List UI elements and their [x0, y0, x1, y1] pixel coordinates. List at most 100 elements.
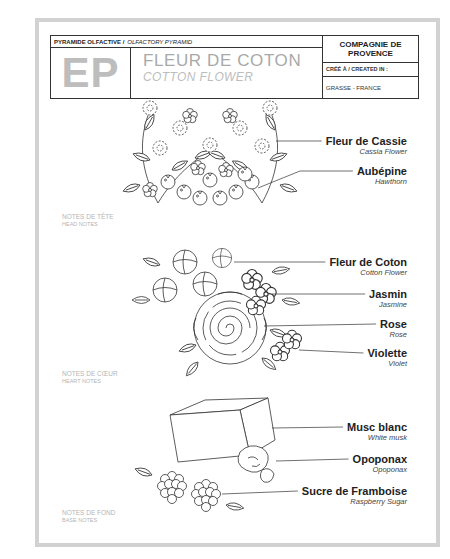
diagram-subtitle: COTTON FLOWER	[143, 70, 253, 84]
head-notes-drawing	[193, 191, 207, 205]
leader-line	[272, 427, 343, 428]
head-notes-drawing	[203, 173, 217, 187]
code-cell: EP	[51, 48, 131, 98]
ingredient-translation: Raspberry Sugar	[302, 497, 407, 506]
base-notes-drawing	[260, 469, 274, 483]
leader-line	[264, 324, 376, 326]
base-notes-drawing	[225, 502, 244, 512]
head-notes-drawing	[279, 182, 298, 195]
head-notes-drawing	[122, 101, 298, 205]
heart-notes-drawing	[242, 270, 262, 290]
heart-notes-drawing	[194, 292, 266, 364]
heart-notes-drawing	[247, 296, 266, 314]
ingredient-callout: Sucre de FramboiseRaspberry Sugar	[302, 485, 407, 506]
ingredient-name: Opoponax	[353, 453, 407, 465]
heart-notes-drawing	[132, 297, 150, 304]
leader-line	[258, 171, 353, 188]
cell-text: CRÉÉ À / CREATED IN :	[326, 66, 388, 73]
tier-name: NOTES DE FOND	[62, 509, 115, 517]
head-notes-drawing	[263, 101, 277, 115]
notes-tier-label: NOTES DE FONDBASE NOTES	[62, 509, 115, 524]
heart-notes-drawing	[173, 250, 197, 274]
ingredient-name: Jasmin	[369, 288, 407, 300]
ingredient-name: Musc blanc	[347, 421, 407, 433]
cell-text: COMPAGNIE DE PROVENCE	[326, 40, 415, 58]
head-notes-drawing	[229, 185, 243, 199]
leader-line	[272, 294, 365, 295]
ingredient-translation: Cotton Flower	[329, 268, 407, 277]
heart-notes-drawing	[193, 292, 266, 340]
tier-translation: BASE NOTES	[62, 517, 115, 524]
base-notes-drawing	[248, 457, 260, 467]
head-notes-drawing	[269, 151, 288, 164]
tier-translation: HEAD NOTES	[62, 221, 114, 228]
leader-line	[222, 491, 298, 494]
heart-notes-drawing	[153, 278, 177, 302]
heart-notes-drawing	[271, 265, 290, 275]
base-notes-drawing	[192, 480, 221, 512]
leader-line	[276, 141, 322, 142]
head-notes-drawing	[255, 139, 269, 153]
ingredient-callout: AubépineHawthorn	[357, 165, 407, 186]
ingredient-translation: Cassia Flower	[326, 147, 407, 156]
base-notes-drawing	[238, 446, 268, 473]
head-notes-drawing	[219, 163, 234, 177]
ingredient-translation: White musk	[347, 433, 407, 442]
leader-line	[234, 262, 325, 263]
header-text: PYRAMIDE OLFACTIVE /	[54, 39, 124, 45]
cell-text: EP	[61, 49, 119, 97]
ingredient-callout: Fleur de CassieCassia Flower	[326, 135, 407, 156]
head-notes-drawing	[132, 151, 151, 164]
heart-notes-drawing	[132, 248, 301, 378]
ingredient-translation: Hawthorn	[357, 177, 407, 186]
head-notes-drawing	[191, 161, 206, 175]
ingredient-callout: Musc blancWhite musk	[347, 421, 407, 442]
leader-line	[299, 350, 364, 353]
heart-notes-drawing	[210, 308, 250, 344]
head-notes-drawing	[170, 158, 189, 173]
ingredient-translation: Violet	[367, 359, 407, 368]
tier-translation: HEART NOTES	[62, 378, 118, 385]
ingredient-translation: Rose	[380, 330, 407, 339]
head-notes-drawing	[183, 109, 198, 123]
base-notes-drawing	[134, 398, 275, 512]
base-notes-drawing	[134, 466, 153, 479]
ingredient-name: Fleur de Coton	[329, 256, 407, 268]
head-notes-drawing	[161, 175, 175, 189]
ingredient-callout: JasminJasmine	[369, 288, 407, 309]
origin-cell: GRASSE - FRANCE	[322, 77, 418, 98]
ingredient-name: Violette	[367, 347, 407, 359]
head-notes-drawing	[142, 113, 157, 132]
ingredient-name: Aubépine	[357, 165, 407, 177]
cell-text: GRASSE - FRANCE	[326, 84, 381, 92]
ingredient-callout: RoseRose	[380, 318, 407, 339]
heart-notes-drawing	[184, 360, 201, 378]
header-strip: PYRAMIDE OLFACTIVE /OLFACTORY PYRAMID	[54, 37, 192, 47]
head-notes-drawing	[122, 182, 141, 195]
diagram-title: FLEUR DE COTON	[143, 51, 301, 71]
ingredient-callout: VioletteViolet	[367, 347, 407, 368]
base-notes-drawing	[170, 410, 250, 462]
head-notes-drawing	[213, 191, 227, 205]
tier-name: NOTES DE CŒUR	[62, 370, 118, 378]
notes-tier-label: NOTES DE TÊTEHEAD NOTES	[62, 213, 114, 228]
head-notes-drawing	[238, 167, 252, 181]
head-notes-drawing	[223, 109, 238, 123]
head-notes-drawing	[177, 185, 191, 199]
page-frame	[37, 20, 438, 545]
heart-notes-drawing	[281, 297, 300, 307]
leader-lines	[222, 141, 376, 494]
head-notes-drawing	[153, 141, 167, 155]
head-notes-drawing	[173, 121, 187, 135]
ingredient-name: Fleur de Cassie	[326, 135, 407, 147]
ingredient-callout: Fleur de CotonCotton Flower	[329, 256, 407, 277]
head-notes-drawing	[143, 101, 157, 115]
ingredient-callout: OpoponaxOpoponax	[353, 453, 407, 474]
tier-name: NOTES DE TÊTE	[62, 213, 114, 221]
base-notes-drawing	[158, 472, 187, 504]
ingredient-name: Sucre de Framboise	[302, 485, 407, 497]
heart-notes-drawing	[283, 330, 302, 348]
ingredient-translation: Opoponax	[353, 465, 407, 474]
origin-heading-cell: CRÉÉ À / CREATED IN :	[322, 63, 418, 77]
